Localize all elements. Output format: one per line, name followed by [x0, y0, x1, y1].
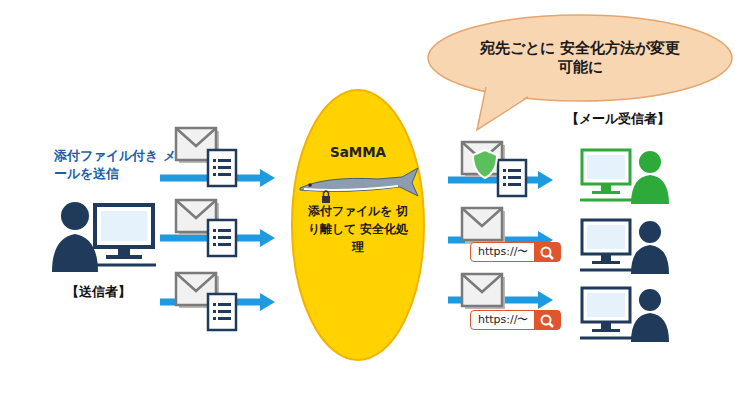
- bubble-tail: [477, 86, 527, 130]
- receiver-icon-part: [580, 288, 669, 342]
- receiver-icon-part: [580, 220, 669, 274]
- link-box: https://〜: [470, 310, 561, 330]
- mail-icon-part: [208, 220, 236, 256]
- sender-icon-part: [106, 255, 142, 259]
- mail-icon-part: [208, 150, 236, 186]
- bubble-tail-outline: [477, 87, 528, 130]
- shield-icon-part: [473, 150, 497, 178]
- lock-shackle: [324, 191, 329, 196]
- fish-body: [300, 168, 418, 196]
- process-ellipse: SaMMA 添付ファイルを 切り離して 安全化処理: [290, 88, 426, 362]
- search-button-fill: [534, 243, 560, 261]
- fish-belly: [304, 186, 398, 190]
- receiver-icon-part: [580, 150, 669, 204]
- mail-icon-part: [208, 294, 236, 330]
- flow-arrows-part: [260, 293, 275, 311]
- lock-icon: [322, 196, 330, 203]
- sender-icon-part: [61, 202, 89, 230]
- role-label: 【送信者】: [66, 283, 156, 301]
- mail-icon-part: [462, 274, 505, 309]
- role-label: 【メール受信者】: [566, 110, 706, 128]
- sender-icon-part: [92, 264, 156, 267]
- sender-icon-part: [118, 247, 130, 255]
- fish-icon: [300, 168, 418, 203]
- sender-icon: [52, 202, 156, 272]
- callout-text: 宛先ごとに 安全化方法が変更可能に: [475, 39, 685, 78]
- link-box: https://〜: [470, 242, 561, 262]
- sender-icon-part: [101, 211, 147, 241]
- flow-arrows-part: [260, 169, 275, 187]
- sender-icon-part: [95, 205, 153, 247]
- shield-icon: [473, 150, 497, 178]
- flow-arrows-part: [260, 229, 275, 247]
- mail-icon-part: [462, 208, 505, 243]
- magnifier-handle: [549, 255, 553, 259]
- mail-icon-part: [498, 160, 526, 196]
- url-text: https://〜: [478, 313, 528, 327]
- search-button: [534, 243, 560, 261]
- samma-ellipse: [292, 90, 424, 360]
- search-button-fill: [534, 311, 560, 329]
- sender-icon-part: [52, 234, 98, 272]
- fish-eye: [308, 183, 312, 187]
- flow-arrows-part: [538, 291, 553, 309]
- note-text: 添付ファイル付き メールを送信: [54, 147, 176, 182]
- speech-bubble: 宛先ごとに 安全化方法が変更可能に: [425, 12, 735, 104]
- url-text: https://〜: [478, 245, 528, 259]
- node-title: SaMMA: [290, 144, 426, 162]
- search-button: [534, 311, 560, 329]
- receiver-icon: [580, 150, 669, 342]
- node-body: 添付ファイルを 切り離して 安全化処理: [302, 202, 414, 256]
- magnifier-handle: [549, 323, 553, 327]
- bubble-body: [428, 15, 732, 101]
- flow-arrows-part: [538, 171, 553, 189]
